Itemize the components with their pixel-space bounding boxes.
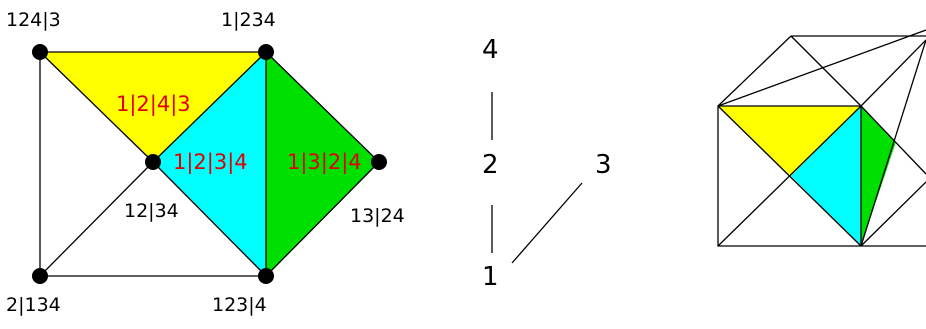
vertex-right: [371, 154, 387, 170]
edge-topleft-center: [39, 51, 154, 163]
vertex-label-bottom-left: 2|134: [6, 294, 61, 316]
green-face: [266, 52, 379, 276]
middle-poset: 4 2 3 1: [482, 35, 612, 292]
poset-edge-diagonal: [511, 182, 583, 264]
poset-label-middle: 2: [482, 150, 499, 180]
poset-label-top: 4: [482, 35, 499, 65]
polytope-ray-3: [860, 39, 926, 247]
vertex-top-left: [32, 44, 48, 60]
polytope-top-left: [717, 35, 792, 107]
edge-topmid-right: [265, 51, 380, 163]
yellow-face: [40, 52, 266, 162]
polytope-right-upper: [860, 105, 926, 175]
vertex-top-mid: [258, 44, 274, 60]
face-label-green: 1|3|2|4: [287, 150, 362, 175]
vertex-bottom-mid: [258, 268, 274, 284]
vertex-center: [145, 154, 161, 170]
vertex-bottom-left: [32, 268, 48, 284]
right-polytope: [717, 29, 926, 247]
face-label-yellow: 1|2|4|3: [116, 92, 191, 117]
poset-label-right: 3: [595, 150, 612, 180]
polytope-ray-1: [717, 29, 926, 107]
vertex-label-center: 12|34: [124, 200, 179, 222]
left-complex: 124|3 1|234 12|34 13|24 2|134 123|4 1|2|…: [6, 9, 405, 316]
poset-label-bottom: 1: [482, 262, 499, 292]
edge-center-bottomleft: [39, 161, 154, 277]
edge-topmid-center: [152, 51, 267, 163]
polytope-green-face: [861, 106, 896, 246]
vertex-label-top-mid: 1|234: [221, 9, 276, 31]
polytope-top-right: [790, 35, 862, 107]
polytope-yellow-face: [718, 106, 861, 176]
vertex-label-right: 13|24: [350, 205, 405, 227]
cyan-face: [153, 52, 266, 276]
vertex-label-top-left: 124|3: [6, 9, 61, 31]
edge-right-bottommid: [265, 161, 380, 277]
polytope-right-lower: [860, 181, 926, 247]
polytope-cyan-face: [791, 106, 861, 246]
polytope-diag-2: [717, 105, 862, 247]
edge-center-bottommid: [152, 161, 267, 277]
face-label-cyan: 1|2|3|4: [173, 150, 248, 175]
polytope-ray-2: [860, 39, 926, 107]
vertex-label-bottom-mid: 123|4: [212, 294, 267, 316]
